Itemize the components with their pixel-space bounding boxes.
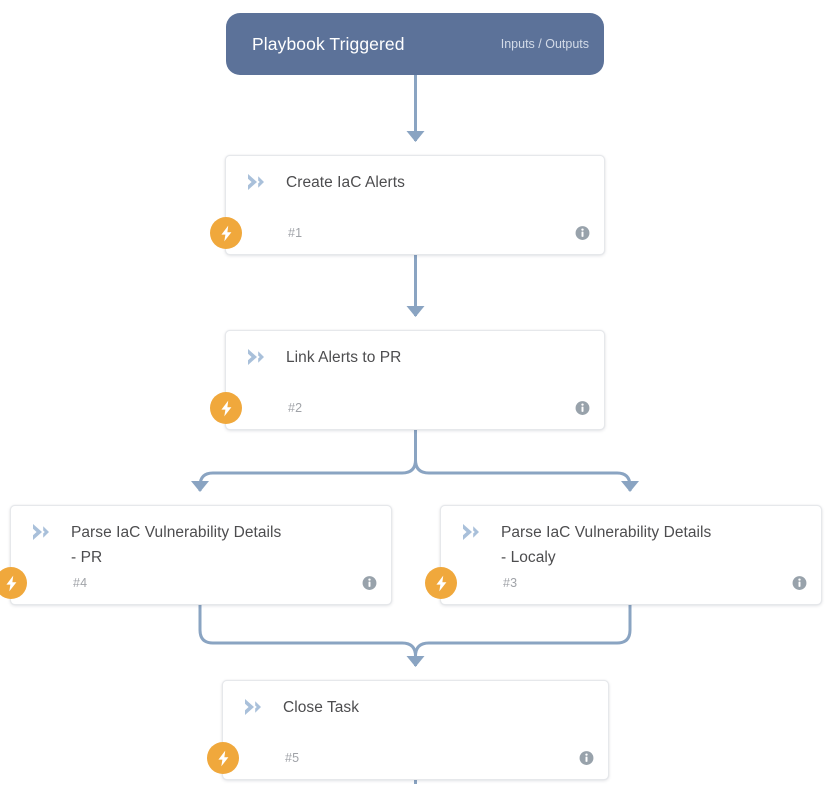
- task-footer: #2: [210, 387, 604, 429]
- arrowhead-to-task5: [406, 656, 425, 667]
- task-header: Close Task: [223, 681, 608, 720]
- edge-task2-to-task3-branch-right: [414, 430, 632, 491]
- task-index-label: #2: [288, 401, 303, 415]
- task-header: Parse IaC Vulnerability Details - Localy: [441, 506, 821, 570]
- task-title: Parse IaC Vulnerability Details - PR: [71, 524, 282, 566]
- lightning-bolt-icon[interactable]: [210, 392, 242, 424]
- lightning-bolt-icon[interactable]: [0, 567, 27, 599]
- inputs-outputs-link[interactable]: Inputs / Outputs: [500, 37, 589, 51]
- task-index-label: #1: [288, 226, 303, 240]
- edge-task4-to-task5-merge-left: [198, 605, 417, 666]
- task-title: Close Task: [283, 699, 360, 716]
- task-node-parse-iac-vulnerability-details-pr[interactable]: Parse IaC Vulnerability Details - PR #4: [0, 505, 392, 605]
- task-header: Parse IaC Vulnerability Details - PR: [11, 506, 391, 570]
- edge-task3-to-task5-merge-right: [414, 605, 632, 666]
- playbook-triggered-title: Playbook Triggered: [252, 33, 405, 54]
- arrowhead-to-task1: [406, 131, 425, 142]
- task-title: Parse IaC Vulnerability Details - Localy: [501, 524, 712, 566]
- chevron-right-icon: [463, 524, 479, 540]
- bolt-glyph: [435, 575, 446, 591]
- info-circle-icon[interactable]: [792, 576, 807, 591]
- bolt-glyph: [217, 750, 228, 766]
- info-circle-icon[interactable]: [362, 576, 377, 591]
- chevron-right-icon: [248, 174, 264, 190]
- lightning-bolt-icon[interactable]: [425, 567, 457, 599]
- bolt-glyph: [220, 225, 231, 241]
- task-node-close-task[interactable]: Close Task #5: [207, 680, 609, 780]
- task-node-create-iac-alerts[interactable]: Create IaC Alerts #1: [210, 155, 605, 255]
- task-index-label: #4: [73, 576, 88, 590]
- bolt-glyph: [220, 400, 231, 416]
- task-index-label: #3: [503, 576, 518, 590]
- arrowhead-to-task3: [621, 481, 639, 492]
- chevron-right-icon: [248, 349, 264, 365]
- task-title: Link Alerts to PR: [286, 349, 402, 366]
- task-footer: #4: [0, 562, 391, 604]
- arrowhead-to-task2: [406, 306, 425, 317]
- task-node-parse-iac-vulnerability-details-localy[interactable]: Parse IaC Vulnerability Details - Localy…: [425, 505, 822, 605]
- task-footer: #5: [207, 737, 608, 779]
- info-circle-icon[interactable]: [575, 226, 590, 241]
- edge-task2-to-task4-branch-left: [198, 430, 417, 491]
- playbook-triggered-node[interactable]: Playbook Triggered Inputs / Outputs: [226, 13, 604, 75]
- info-circle-icon[interactable]: [579, 751, 594, 766]
- task-index-label: #5: [285, 751, 300, 765]
- task-footer: #3: [425, 562, 821, 604]
- task-header: Link Alerts to PR: [226, 331, 604, 370]
- lightning-bolt-icon[interactable]: [210, 217, 242, 249]
- task-footer: #1: [210, 212, 604, 254]
- task-header: Create IaC Alerts: [226, 156, 604, 195]
- bolt-glyph: [5, 575, 16, 591]
- arrowhead-to-task4: [191, 481, 209, 492]
- chevron-right-icon: [33, 524, 49, 540]
- task-node-link-alerts-to-pr[interactable]: Link Alerts to PR #2: [210, 330, 605, 430]
- chevron-right-icon: [245, 699, 261, 715]
- task-title: Create IaC Alerts: [286, 174, 405, 191]
- lightning-bolt-icon[interactable]: [207, 742, 239, 774]
- info-circle-icon[interactable]: [575, 401, 590, 416]
